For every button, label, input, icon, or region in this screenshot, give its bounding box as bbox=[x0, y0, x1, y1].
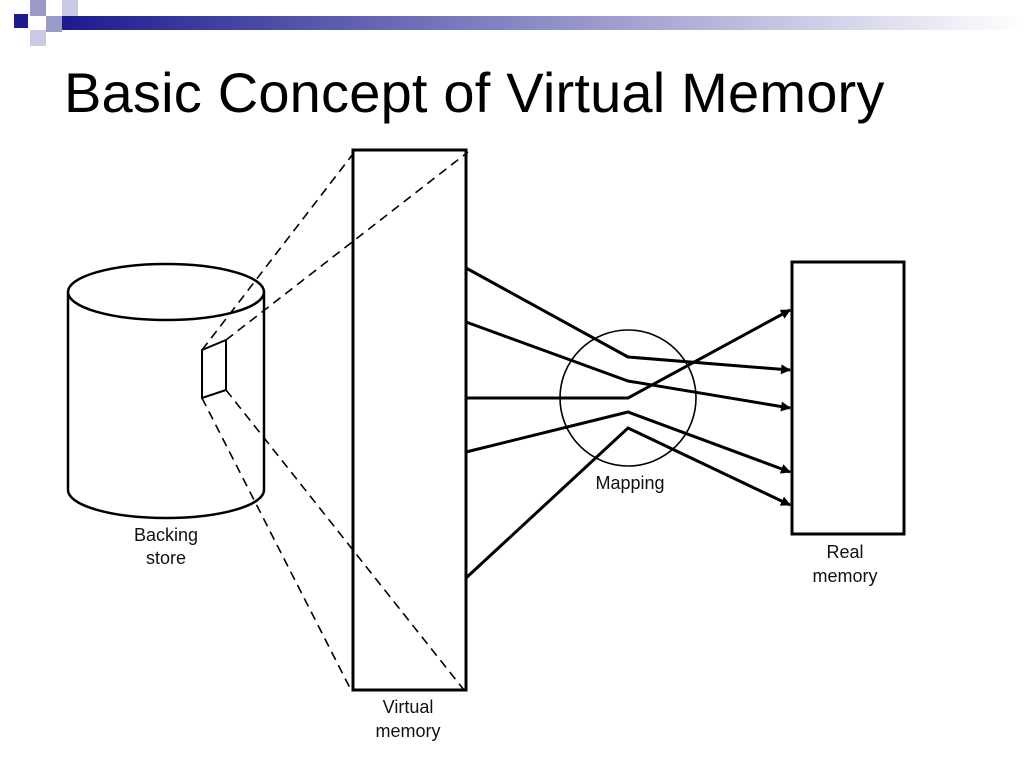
virtual-memory-label-line2: memory bbox=[375, 721, 440, 741]
backing-store-label-line2: store bbox=[146, 548, 186, 568]
mapping-arrows bbox=[464, 266, 791, 580]
virtual-memory-label-line1: Virtual bbox=[383, 697, 434, 717]
backing-store-cylinder bbox=[66, 262, 266, 520]
decor-square bbox=[14, 14, 28, 28]
mapping-arrow bbox=[466, 308, 791, 400]
decor-square bbox=[62, 0, 78, 16]
decor-square bbox=[30, 0, 46, 16]
mapping-arrow bbox=[465, 266, 791, 375]
real-memory-label-line2: memory bbox=[812, 566, 877, 586]
backing-store-page bbox=[201, 338, 227, 400]
virtual-memory-box bbox=[351, 148, 468, 692]
projection-lines bbox=[201, 149, 469, 691]
slide-header-decoration bbox=[14, 0, 1024, 46]
mapping-label: Mapping bbox=[595, 473, 664, 493]
mapping-arrow bbox=[465, 410, 791, 474]
real-memory-box bbox=[790, 260, 906, 536]
mapping-arrow bbox=[465, 320, 791, 412]
decor-square bbox=[46, 16, 62, 32]
decor-square bbox=[30, 30, 46, 46]
slide-title: Basic Concept of Virtual Memory bbox=[64, 61, 885, 124]
real-memory-label-line1: Real bbox=[826, 542, 863, 562]
header-gradient-bar bbox=[62, 16, 1024, 30]
mapping-arrow bbox=[464, 426, 791, 580]
backing-store-label-line1: Backing bbox=[134, 525, 198, 545]
